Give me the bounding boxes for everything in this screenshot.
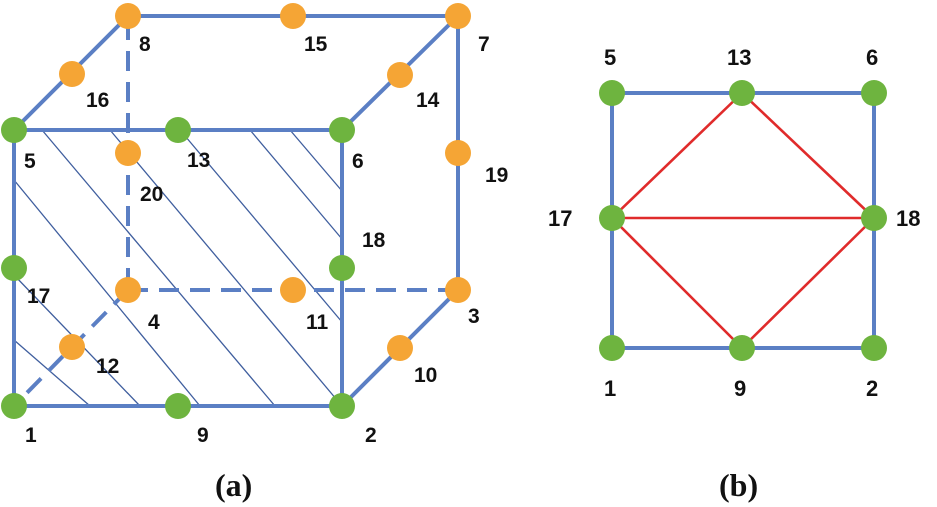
label-b-13: 13 <box>727 45 751 70</box>
node-labels-a: 8 15 7 16 14 5 13 6 19 20 18 17 4 11 3 1… <box>24 33 508 447</box>
node-b-2 <box>861 335 887 361</box>
label-5: 5 <box>24 150 36 173</box>
label-12: 12 <box>96 355 119 378</box>
label-19: 19 <box>485 164 508 187</box>
node-2 <box>329 393 355 419</box>
label-b-2: 2 <box>866 376 878 401</box>
node-7 <box>445 3 471 29</box>
label-10: 10 <box>414 364 437 387</box>
section-edges <box>610 91 876 350</box>
node-14 <box>387 62 413 88</box>
node-6 <box>329 117 355 143</box>
label-b-17: 17 <box>548 206 572 231</box>
label-14: 14 <box>416 89 440 112</box>
node-5 <box>1 117 27 143</box>
node-b-6 <box>861 80 887 106</box>
label-8: 8 <box>139 33 151 56</box>
section-nodes <box>599 80 887 361</box>
panel-a: 8 15 7 16 14 5 13 6 19 20 18 17 4 11 3 1… <box>1 3 508 503</box>
label-13: 13 <box>187 149 210 172</box>
label-6: 6 <box>352 150 364 173</box>
node-11 <box>280 277 306 303</box>
label-18: 18 <box>362 229 386 252</box>
node-17 <box>1 255 27 281</box>
node-b-5 <box>599 80 625 106</box>
node-19 <box>445 140 471 166</box>
node-b-9 <box>729 335 755 361</box>
node-b-1 <box>599 335 625 361</box>
node-10 <box>387 335 413 361</box>
label-17: 17 <box>27 285 50 308</box>
node-8 <box>115 3 141 29</box>
node-4 <box>115 277 141 303</box>
label-16: 16 <box>86 89 109 112</box>
label-7: 7 <box>478 33 490 56</box>
label-b-9: 9 <box>734 376 746 401</box>
caption-a: (a) <box>215 467 252 503</box>
node-20 <box>115 140 141 166</box>
node-18 <box>329 255 355 281</box>
node-3 <box>445 277 471 303</box>
label-20: 20 <box>140 183 163 206</box>
label-1: 1 <box>25 424 37 447</box>
node-9 <box>165 393 191 419</box>
node-b-18 <box>861 205 887 231</box>
caption-b: (b) <box>719 467 758 503</box>
label-b-18: 18 <box>896 206 920 231</box>
panel-b: 5 13 6 17 18 1 9 2 (b) <box>548 45 920 503</box>
label-b-6: 6 <box>866 45 878 70</box>
label-11: 11 <box>306 311 329 334</box>
label-2: 2 <box>365 424 377 447</box>
label-b-1: 1 <box>604 376 616 401</box>
node-12 <box>59 334 85 360</box>
hatched-section <box>13 129 343 407</box>
node-13 <box>165 117 191 143</box>
midside-nodes <box>59 3 471 361</box>
node-b-13 <box>729 80 755 106</box>
label-3: 3 <box>468 305 480 328</box>
label-15: 15 <box>304 33 328 56</box>
node-labels-b: 5 13 6 17 18 1 9 2 <box>548 45 920 401</box>
label-9: 9 <box>197 424 209 447</box>
label-4: 4 <box>148 311 160 334</box>
node-16 <box>59 61 85 87</box>
node-15 <box>280 3 306 29</box>
node-1 <box>1 393 27 419</box>
node-b-17 <box>599 205 625 231</box>
corner-nodes <box>1 117 355 419</box>
triangulation <box>611 92 875 349</box>
label-b-5: 5 <box>604 45 616 70</box>
